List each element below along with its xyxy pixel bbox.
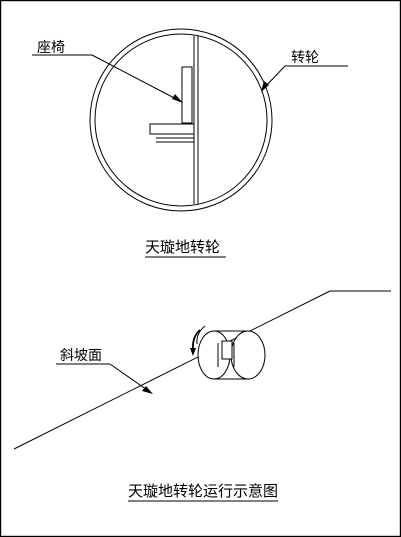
bottom-caption: 天璇地转轮运行示意图: [128, 482, 278, 500]
wheel-far-rim: [230, 330, 266, 380]
wheel-callout: 转轮: [261, 50, 348, 92]
rotation-arrowhead-icon: [190, 348, 196, 356]
slope-line: [13, 290, 331, 450]
wheel-seat-icon: [221, 340, 233, 360]
seat-callout: 座椅: [32, 40, 183, 103]
wheel-label: 转轮: [291, 50, 319, 66]
seat-leader-arrow-icon: [172, 94, 183, 103]
rotation-arrow-secondary-icon: [196, 325, 206, 345]
seat-back: [181, 66, 193, 124]
wheel-leader-arrow-icon: [261, 81, 269, 92]
slope-leader-line: [109, 363, 151, 393]
wheel-on-slope: [190, 325, 266, 380]
seat-label: 座椅: [37, 40, 65, 56]
seat-leader-line: [91, 54, 181, 102]
rotation-arrow-icon: [191, 329, 201, 351]
wheel-inner-ring: [94, 33, 268, 207]
wheel-outer-ring: [89, 28, 273, 212]
slope-leader-arrow-icon: [142, 386, 153, 394]
slope-scene: 斜坡面: [13, 290, 391, 450]
wheel-top-view: [89, 28, 273, 212]
seat-base: [149, 123, 195, 135]
slope-label: 斜坡面: [60, 348, 102, 364]
top-caption: 天璇地转轮: [145, 238, 220, 256]
